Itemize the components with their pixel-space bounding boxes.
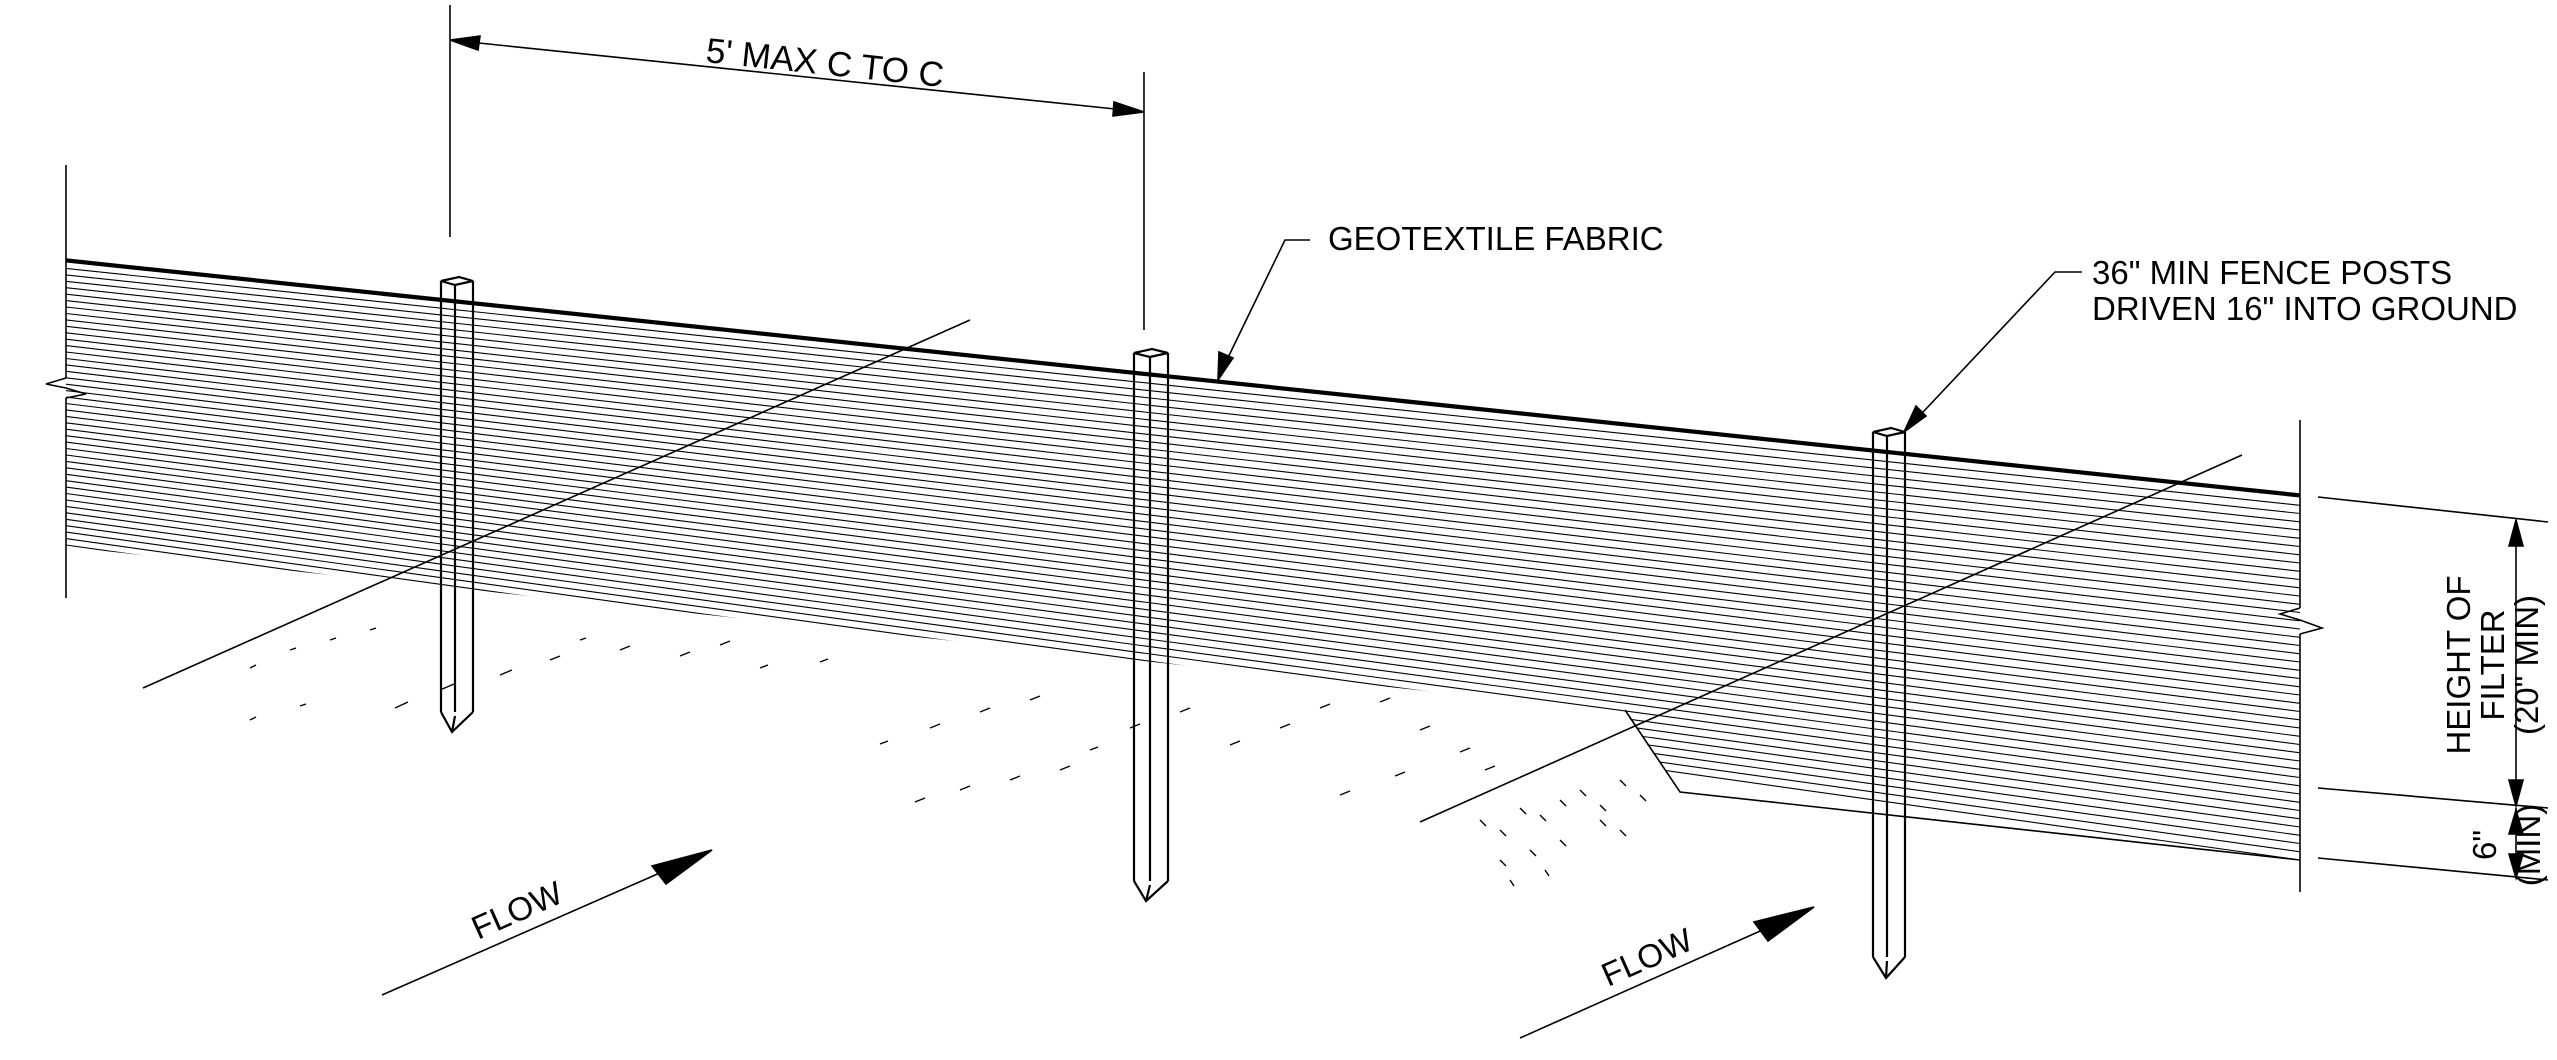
spacing-dimension-label: 5' MAX C TO C	[704, 31, 946, 95]
geotextile-fabric-panel	[65, 261, 2301, 1060]
fabric-leader	[1217, 239, 1310, 383]
fence-post-1	[439, 275, 475, 734]
flow-arrow-right	[1519, 906, 1815, 1039]
embed-label-line-1: 6"	[2466, 830, 2503, 860]
posts-label-line-2: DRIVEN 16" INTO GROUND	[2092, 290, 2518, 327]
post-spacing-dimension	[449, 5, 1145, 330]
height-label-line-1: HEIGHT OF	[2440, 575, 2477, 754]
fence-post-3	[1871, 426, 1907, 980]
trench-cut-edge	[1624, 709, 2301, 861]
posts-leader	[1901, 271, 2082, 435]
height-dimension	[2317, 496, 2549, 881]
right-break-line	[2277, 420, 2325, 892]
fence-post-2	[1132, 347, 1170, 903]
embed-label-line-2: (MIN)	[2510, 804, 2547, 886]
fabric-top-edge	[65, 258, 2301, 497]
height-label-line-2: FILTER	[2474, 609, 2511, 720]
ground-lines	[142, 319, 2243, 823]
left-break-line	[45, 165, 87, 598]
posts-label-line-1: 36" MIN FENCE POSTS	[2092, 254, 2452, 291]
flow-arrow-left	[381, 849, 713, 996]
ground-stipple	[249, 627, 1647, 887]
fabric-label: GEOTEXTILE FABRIC	[1328, 220, 1664, 257]
height-label-line-3: (20" MIN)	[2508, 595, 2545, 735]
